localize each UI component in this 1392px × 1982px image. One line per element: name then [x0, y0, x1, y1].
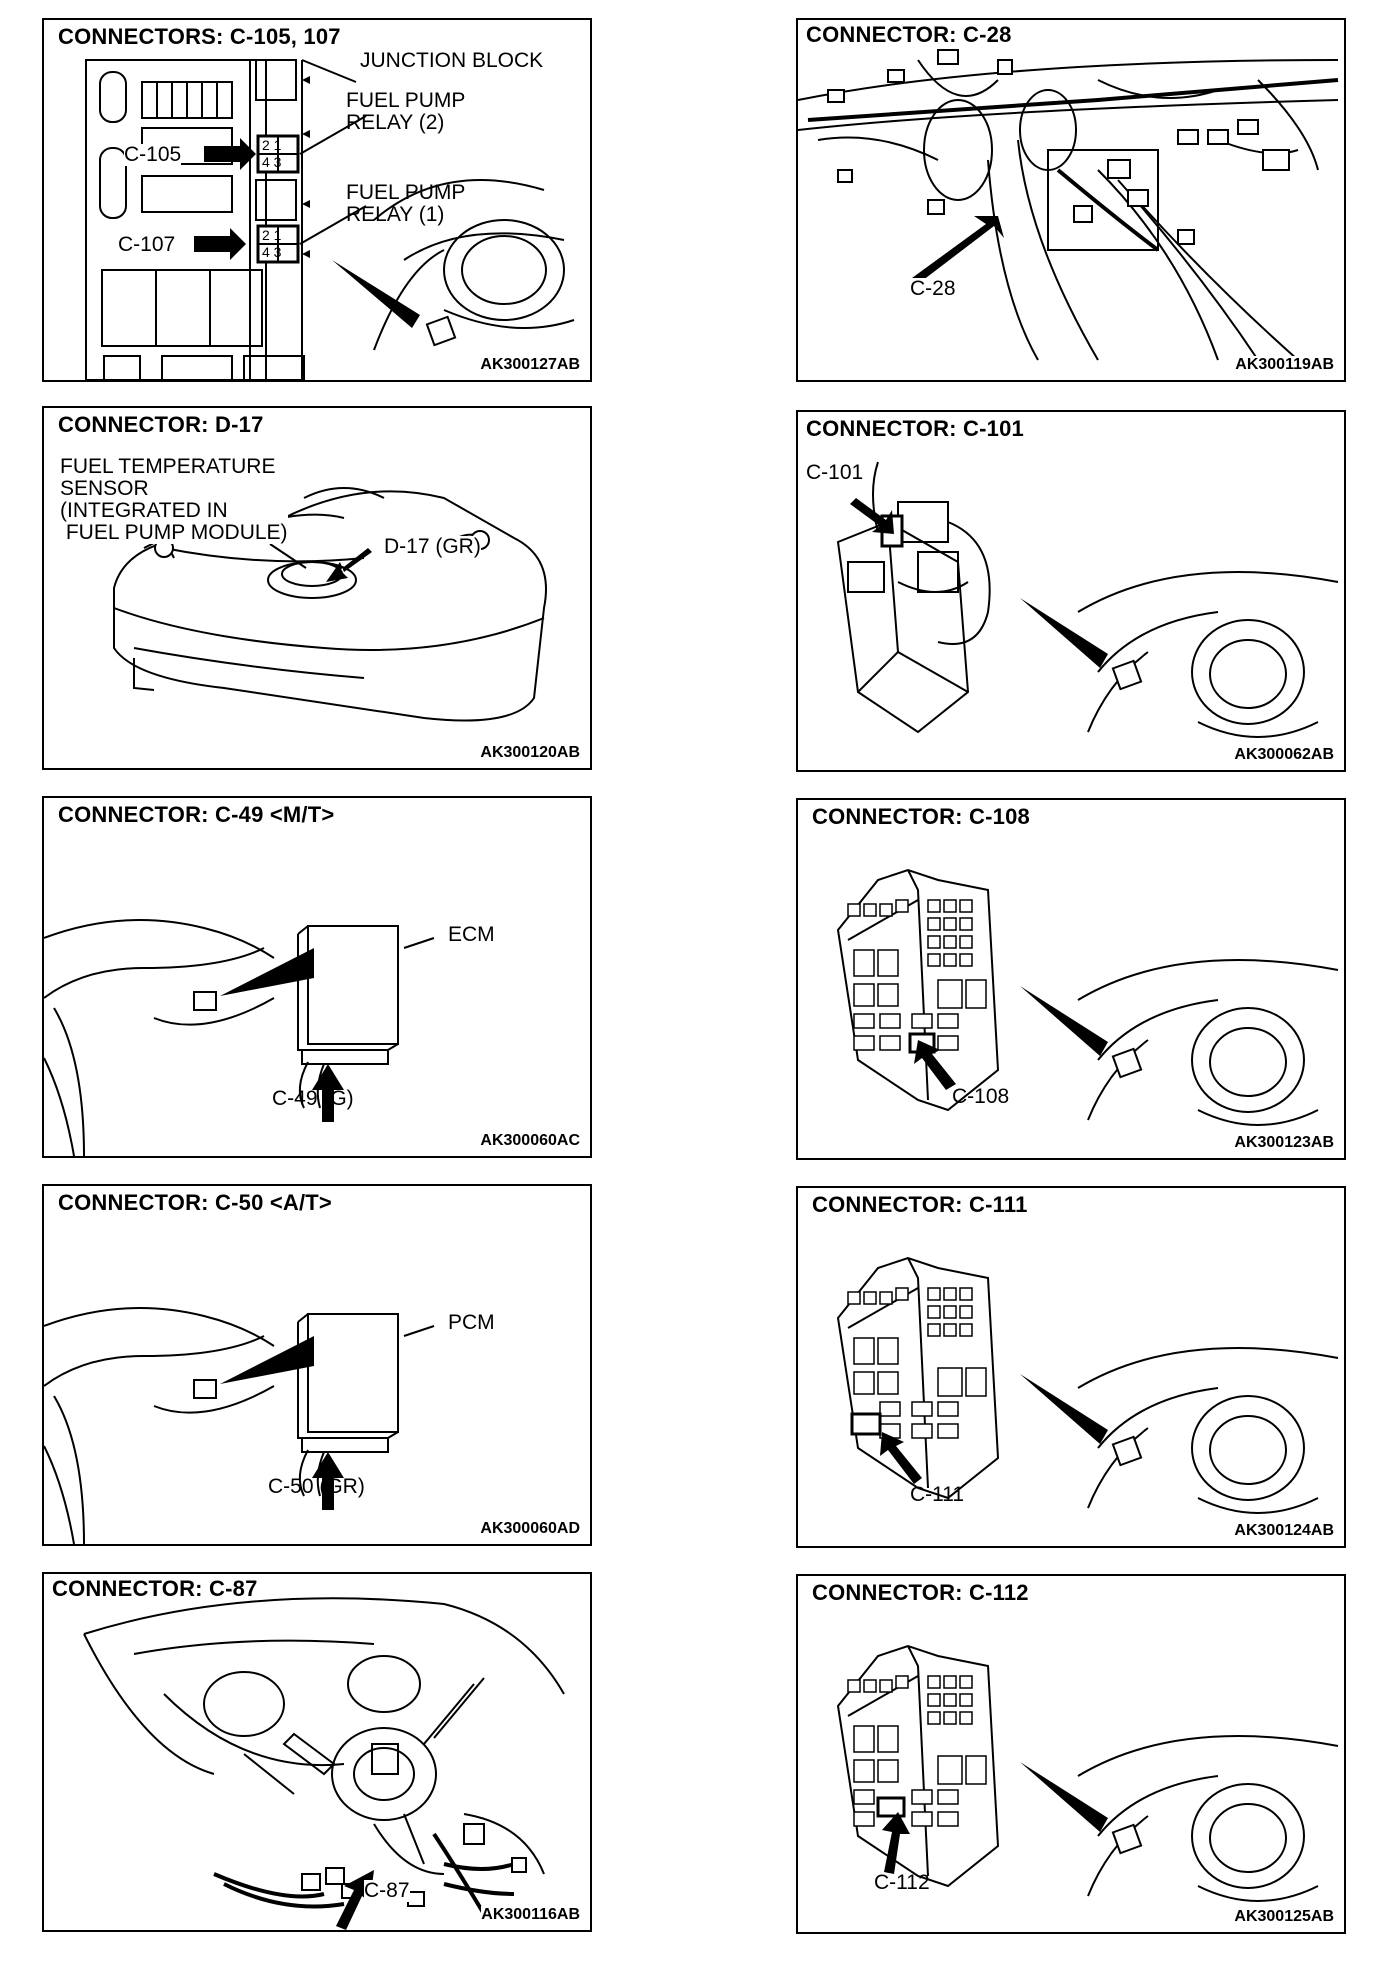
- c101-label: C-101: [806, 461, 864, 484]
- figure-code: AK300124AB: [1234, 1522, 1334, 1539]
- pcm-label: PCM: [448, 1311, 495, 1334]
- panel-c105-c107: CONNECTORS: C-105, 107 JUNCTION BLOCK FU…: [42, 18, 592, 382]
- panel-title: CONNECTOR: C-101: [806, 416, 1024, 441]
- panel-title: CONNECTOR: C-28: [806, 22, 1012, 48]
- panel-c101: CONNECTOR: C-101 C-101 AK300062AB: [796, 410, 1346, 772]
- figure-code: AK300060AD: [480, 1520, 580, 1537]
- panel-c28: CONNECTOR: C-28 C-28 AK300119AB: [796, 18, 1346, 382]
- c107-label: C-107: [118, 233, 176, 256]
- panel-c87: CONNECTOR: C-87 C-87 AK300116AB: [42, 1572, 592, 1932]
- fuel-pump-relay-2-label: FUEL PUMP RELAY (2): [346, 89, 466, 134]
- fuel-pump-relay-1-label: FUEL PUMP RELAY (1): [346, 181, 466, 226]
- panel-title: CONNECTOR: C-111: [812, 1192, 1028, 1217]
- panel-c112: CONNECTOR: C-112 C-112 AK300125AB: [796, 1574, 1346, 1934]
- figure-code: AK300120AB: [480, 744, 580, 761]
- fuel-temperature-sensor-label: FUEL TEMPERATURE SENSOR (INTEGRATED IN F…: [60, 455, 288, 544]
- panel-title: CONNECTORS: C-105, 107: [58, 24, 341, 49]
- relay-box-drawing: [836, 868, 1339, 1126]
- relay1-pins-bottom: 4 3: [262, 244, 282, 260]
- panel-title: CONNECTOR: D-17: [58, 412, 264, 437]
- panel-c49-mt: CONNECTOR: C-49 <M/T> ECM C-49 (G) AK300…: [42, 796, 592, 1158]
- figure-code: AK300119AB: [1235, 356, 1334, 374]
- panel-d17: CONNECTOR: D-17 FUEL TEMPERATURE SENSOR …: [42, 406, 592, 770]
- panel-title: CONNECTOR: C-112: [812, 1580, 1029, 1605]
- c111-label: C-111: [910, 1483, 965, 1506]
- panel-c108: CONNECTOR: C-108 C-108 AK300123AB: [796, 798, 1346, 1160]
- steering-column-drawing: [83, 1597, 565, 1930]
- junction-block-drawing: [85, 59, 575, 380]
- c49-label: C-49 (G): [272, 1087, 354, 1110]
- figure-code: AK300062AB: [1234, 746, 1334, 763]
- panel-title: CONNECTOR: C-50 <A/T>: [58, 1190, 332, 1215]
- relay-box-drawing: [836, 1644, 1339, 1902]
- d17-label: D-17 (GR): [384, 535, 481, 558]
- panel-title: CONNECTOR: C-108: [812, 804, 1030, 829]
- relay2-pins-bottom: 4 3: [262, 154, 282, 170]
- relay-box-drawing: [836, 1256, 1339, 1514]
- c105-label: C-105: [124, 143, 182, 166]
- relay2-pins-top: 2 1: [262, 137, 282, 153]
- figure-code: AK300123AB: [1234, 1134, 1334, 1151]
- relay-box-drawing: [836, 461, 1339, 738]
- figure-code: AK300125AB: [1234, 1908, 1334, 1925]
- pcm-drawing: [44, 1307, 435, 1544]
- ecm-label: ECM: [448, 923, 495, 946]
- figure-code: AK300060AC: [480, 1132, 580, 1149]
- relay1-pins-top: 2 1: [262, 227, 282, 243]
- figure-code: AK300116AB: [481, 1906, 580, 1924]
- panel-c111: CONNECTOR: C-111 C-111 AK300124AB: [796, 1186, 1346, 1548]
- panel-c50-at: CONNECTOR: C-50 <A/T> PCM C-50 (GR) AK30…: [42, 1184, 592, 1546]
- c108-label: C-108: [952, 1085, 1010, 1108]
- c112-label: C-112: [874, 1871, 930, 1894]
- ecm-drawing: [44, 919, 435, 1156]
- c28-label: C-28: [910, 277, 956, 300]
- panel-title: CONNECTOR: C-49 <M/T>: [58, 802, 335, 827]
- junction-block-label: JUNCTION BLOCK: [360, 49, 544, 72]
- c87-label: C-87: [364, 1879, 410, 1902]
- figure-code: AK300127AB: [480, 356, 580, 373]
- c50-label: C-50 (GR): [268, 1475, 365, 1498]
- panel-title: CONNECTOR: C-87: [52, 1576, 258, 1601]
- dashboard-harness-drawing: [798, 49, 1339, 361]
